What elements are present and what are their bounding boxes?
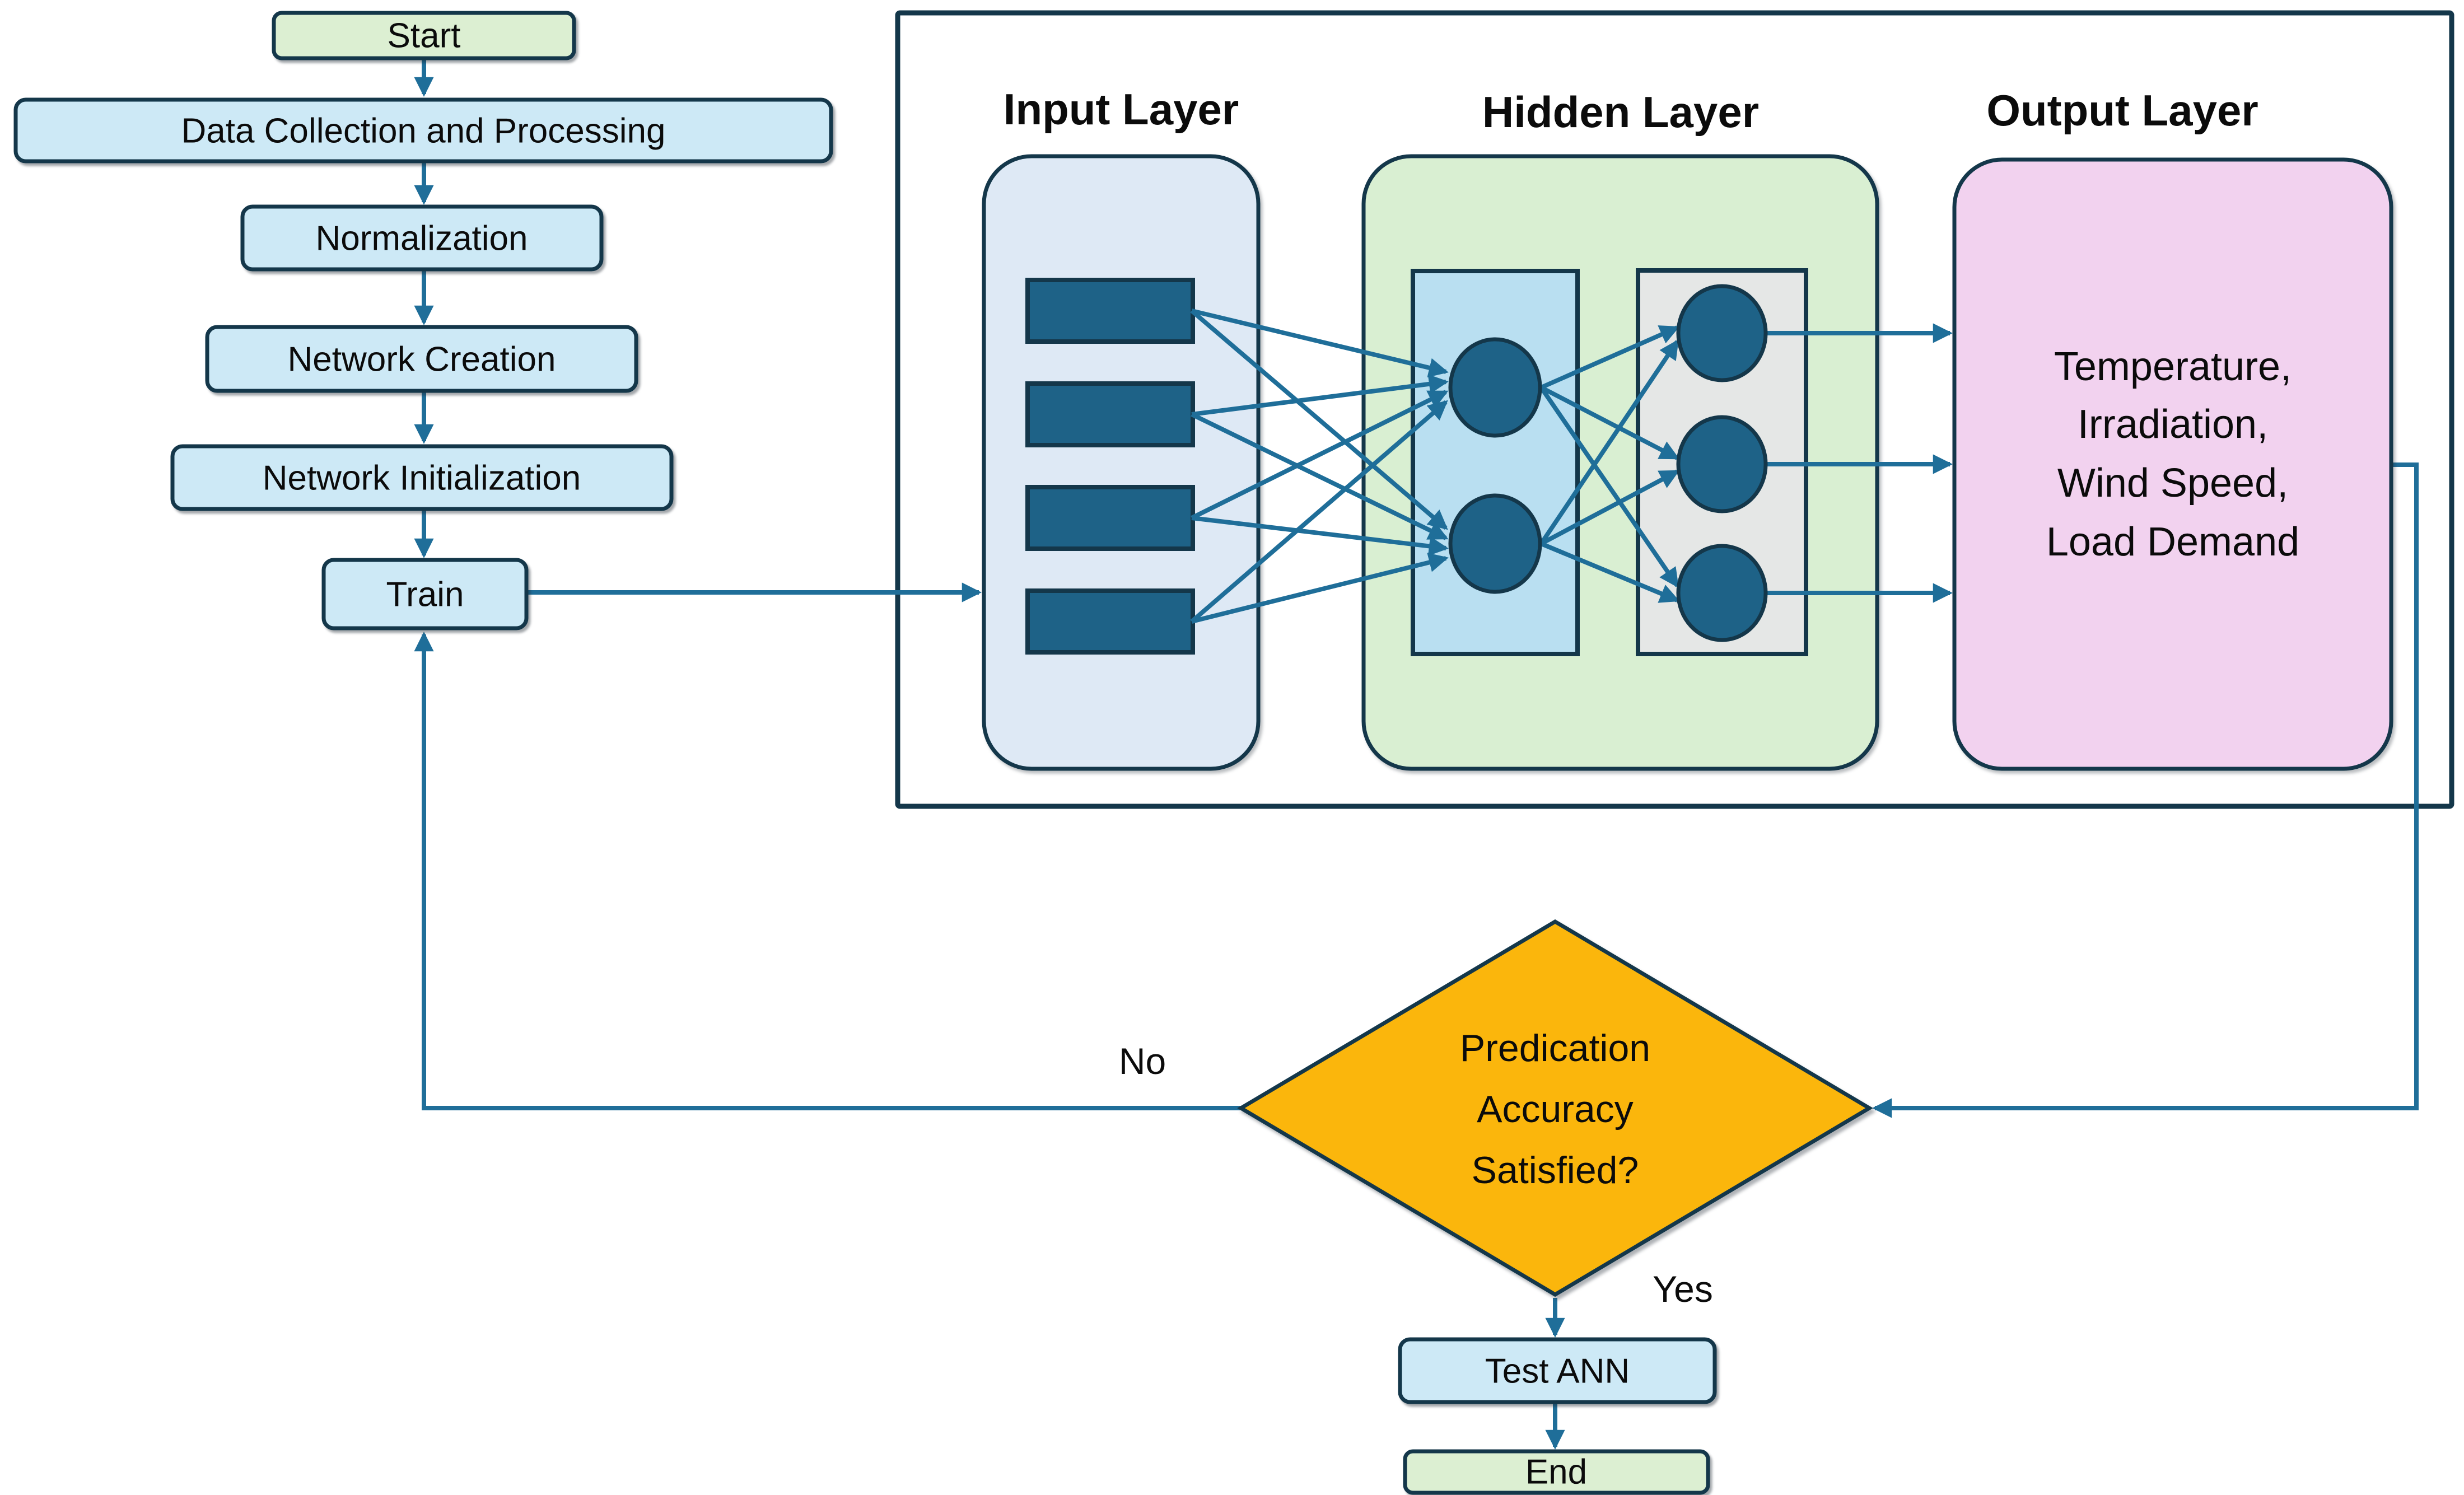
start-label: Start xyxy=(388,17,461,55)
train-node xyxy=(321,558,529,630)
output-layer-title: Output Layer xyxy=(1986,86,2258,135)
hidden1-neuron-1 xyxy=(1448,337,1542,438)
hidden1b-to-hidden2a-connection xyxy=(1539,339,1679,545)
input4-to-hidden1-connection xyxy=(1190,400,1448,624)
input-node-4 xyxy=(1025,588,1195,655)
hidden-sublayer1-box xyxy=(1411,269,1580,656)
input2-to-hidden1-connection xyxy=(1191,374,1449,417)
input-layer-panel xyxy=(982,154,1261,771)
start-node xyxy=(272,11,576,60)
hidden1a-to-hidden2a-connection xyxy=(1540,325,1680,390)
decision-text-line3: Satisfied? xyxy=(1472,1149,1639,1192)
hidden1a-to-hidden2c-connection xyxy=(1539,386,1679,588)
output-text-line4: Load Demand xyxy=(2046,520,2299,564)
data-collection-node xyxy=(13,97,833,163)
input1-to-hidden2-connection xyxy=(1190,309,1448,530)
hidden2-neuron-1 xyxy=(1676,284,1768,382)
normalization-label: Normalization xyxy=(315,219,528,258)
hidden1-neuron-2 xyxy=(1448,493,1542,594)
data-collection-label: Data Collection and Processing xyxy=(181,112,665,151)
input3-to-hidden2-connection xyxy=(1191,516,1449,556)
input-node-3 xyxy=(1025,485,1195,551)
input3-to-hidden1-connection xyxy=(1191,390,1449,520)
decision-text-line1: Predication xyxy=(1460,1027,1650,1069)
network-initialization-node xyxy=(170,444,674,511)
input-layer-title: Input Layer xyxy=(1004,85,1239,134)
network-creation-node xyxy=(205,325,638,393)
feedback-output-to-decision-arrow xyxy=(1872,462,2419,1118)
network-creation-label: Network Creation xyxy=(288,340,556,379)
hidden2-neuron-2 xyxy=(1676,415,1768,513)
network-initialization-label: Network Initialization xyxy=(263,459,581,498)
end-node xyxy=(1403,1449,1710,1495)
no-feedback-to-train-arrow xyxy=(414,632,1241,1110)
input-node-2 xyxy=(1025,381,1195,447)
hidden1b-to-hidden2c-connection xyxy=(1540,541,1680,603)
no-branch-label: No xyxy=(1119,1040,1166,1082)
output-text-line3: Wind Speed, xyxy=(2057,461,2288,506)
decision-text-line2: Accuracy xyxy=(1477,1088,1634,1130)
hidden1a-to-hidden2b-connection xyxy=(1540,385,1680,460)
test-ann-node xyxy=(1398,1337,1717,1404)
hidden-layer-title: Hidden Layer xyxy=(1482,87,1759,137)
input4-to-hidden2-connection xyxy=(1191,553,1449,624)
hidden2-neuron-3 xyxy=(1676,544,1768,642)
output-text-line1: Temperature, xyxy=(2054,344,2292,389)
normalization-node xyxy=(240,204,604,272)
input2-to-hidden2-connection xyxy=(1191,412,1449,540)
output-text-line2: Irradiation, xyxy=(2078,402,2268,447)
train-label: Train xyxy=(386,576,464,614)
input1-to-hidden1-connection xyxy=(1191,309,1449,378)
test-ann-label: Test ANN xyxy=(1485,1352,1630,1391)
output-layer-panel xyxy=(1952,157,2393,771)
end-label: End xyxy=(1525,1453,1587,1492)
input-node-1 xyxy=(1025,278,1195,344)
hidden1b-to-hidden2b-connection xyxy=(1540,469,1680,546)
decision-diamond xyxy=(1237,919,1873,1297)
yes-branch-label: Yes xyxy=(1653,1268,1713,1310)
